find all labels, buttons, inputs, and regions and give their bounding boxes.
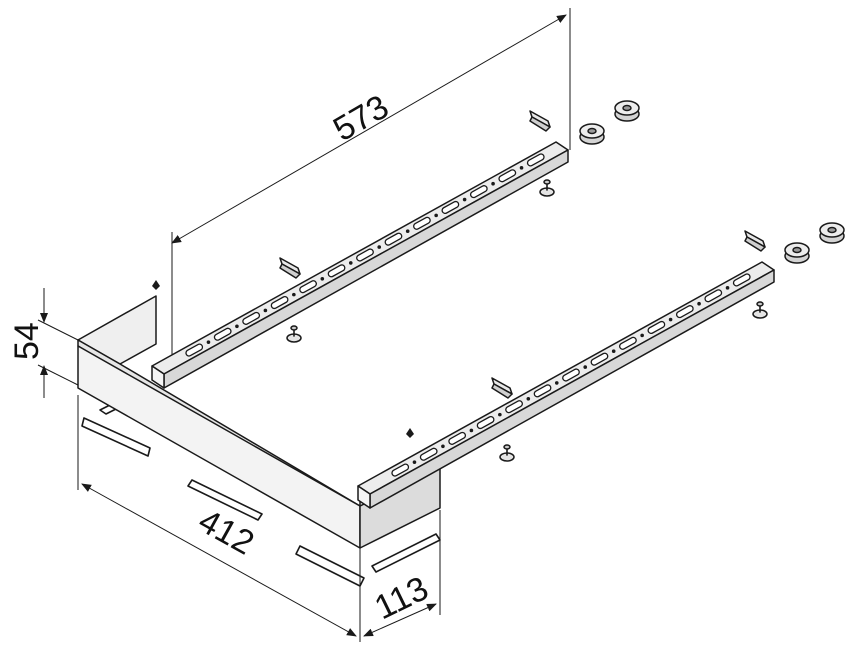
dimension-label-113: 113 xyxy=(369,569,434,627)
rail-slot xyxy=(505,400,523,414)
dimension-54: 54 xyxy=(8,288,79,398)
rail-dot xyxy=(348,261,353,265)
rail-dot xyxy=(235,324,239,329)
clip-nut xyxy=(529,110,551,132)
clip-nut xyxy=(491,377,513,399)
rail-dot xyxy=(441,444,445,449)
rail-slot xyxy=(590,352,609,366)
dimension-label-412: 412 xyxy=(192,502,260,563)
rail-slot xyxy=(675,305,694,319)
rail-lower-slots xyxy=(391,273,751,477)
rail-dot xyxy=(640,333,644,338)
rail-slot xyxy=(732,273,751,287)
rail-dot xyxy=(377,245,382,249)
clip-nut xyxy=(744,230,766,252)
pin xyxy=(406,428,414,438)
rail-slot xyxy=(498,169,517,183)
cage-nut xyxy=(614,100,640,122)
rail-slot xyxy=(647,320,666,335)
rail-dot xyxy=(320,276,325,281)
rail-dot xyxy=(462,197,467,202)
cage-nut xyxy=(819,222,845,244)
rail-dot xyxy=(434,213,438,218)
rail-slot xyxy=(562,368,580,382)
screw xyxy=(752,301,768,319)
rail-dot xyxy=(491,181,495,186)
rail-slot xyxy=(469,185,488,199)
rail-dot xyxy=(292,292,296,297)
rail-dot xyxy=(554,381,559,385)
cage-nut xyxy=(784,242,810,264)
rail-dot xyxy=(697,301,701,306)
rail-dot xyxy=(583,365,588,369)
rail-dot xyxy=(405,229,410,234)
rail-dot xyxy=(611,349,616,354)
rail-slot xyxy=(242,311,261,325)
rail-slot xyxy=(533,384,552,398)
rail-slot xyxy=(413,216,431,230)
rail-slot xyxy=(356,248,374,262)
cage-nut xyxy=(579,123,605,145)
rail-dot xyxy=(498,412,502,417)
rail-slot xyxy=(391,463,410,477)
rail-slot xyxy=(213,327,232,341)
rail-slot xyxy=(327,264,346,278)
rail-slot xyxy=(185,343,204,357)
rail-slot xyxy=(448,431,467,445)
screw xyxy=(539,179,555,197)
rail-slot xyxy=(419,447,438,461)
hardware xyxy=(152,100,845,462)
rail-dot xyxy=(263,308,268,313)
dimension-label-54: 54 xyxy=(8,322,46,360)
rail-slot xyxy=(270,295,289,310)
rail-slot xyxy=(619,336,637,350)
rail-dot xyxy=(668,317,673,322)
rail-slot xyxy=(526,153,545,167)
rail-slot xyxy=(704,289,723,303)
rail-upper-slots xyxy=(185,153,545,357)
rail-dot xyxy=(519,166,524,170)
screw xyxy=(286,325,302,343)
clip-nut xyxy=(279,257,301,279)
rail-slot xyxy=(476,415,495,430)
rail-slot xyxy=(384,232,403,246)
rail-dot xyxy=(412,460,417,464)
rail-dot xyxy=(526,396,531,401)
rail-dot xyxy=(469,428,474,433)
rail-dot xyxy=(725,286,730,290)
floor-slots xyxy=(81,403,441,587)
rail-dot xyxy=(206,340,211,344)
rail-slot xyxy=(441,200,460,215)
main-bracket xyxy=(77,295,441,549)
dimension-label-573: 573 xyxy=(327,88,395,149)
rail-slot xyxy=(299,280,317,294)
screw xyxy=(499,444,515,462)
pin xyxy=(152,280,160,290)
